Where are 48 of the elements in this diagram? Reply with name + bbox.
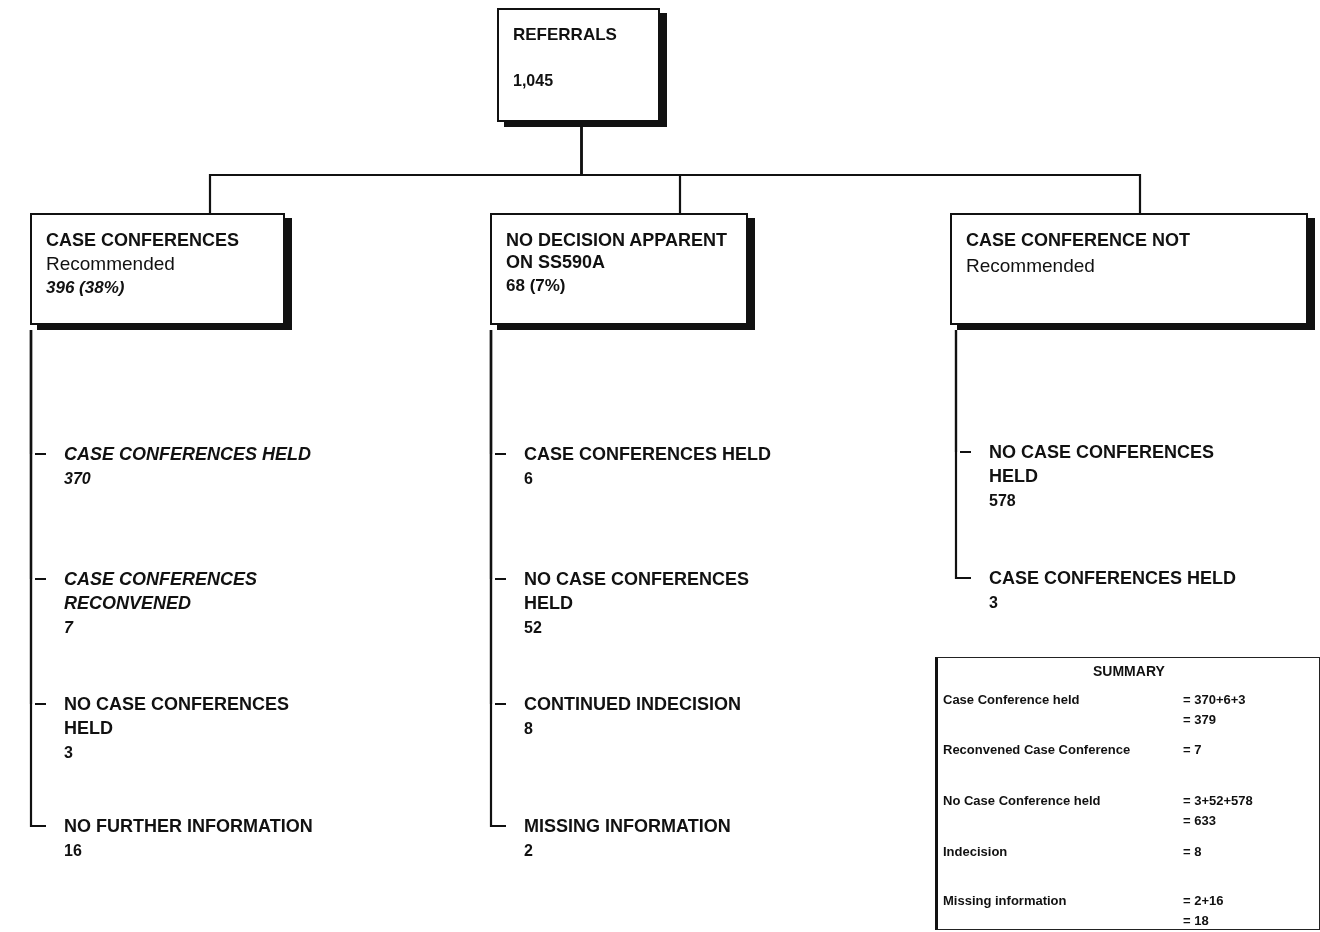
row-label: Indecision <box>943 844 1008 859</box>
count: 3 <box>989 593 999 613</box>
row-label: Case Conference held <box>943 692 1080 707</box>
count: 8 <box>524 719 534 739</box>
outcome-label: MISSING INFORMATION <box>524 815 732 838</box>
heading: CASE CONFERENCES <box>46 229 241 251</box>
outcome-label: NO CASE CONFERENCES HELD <box>989 441 1216 488</box>
count: 7 <box>64 618 75 638</box>
count: 68 (7%) <box>506 275 567 297</box>
row-value: = 2+16 <box>1183 893 1224 908</box>
row-value: = 379 <box>1183 712 1216 727</box>
row-value: = 3+52+578 <box>1183 793 1253 808</box>
subheading: Recommended <box>46 253 176 275</box>
outcome-label: NO CASE CONFERENCES HELD <box>64 693 291 740</box>
outcome-label: CASE CONFERENCES HELD <box>64 443 313 466</box>
count: 6 <box>524 469 534 489</box>
count: 16 <box>64 841 83 861</box>
outcome-label: CASE CONFERENCES HELD <box>524 443 773 466</box>
heading: NO DECISION APPARENT ON SS590A <box>506 229 729 273</box>
summary-table <box>935 657 1320 930</box>
count: 2 <box>524 841 534 861</box>
heading: CASE CONFERENCE NOT <box>966 229 1191 251</box>
count: 370 <box>64 469 92 489</box>
row-value: = 370+6+3 <box>1183 692 1246 707</box>
count: 1,045 <box>513 71 555 91</box>
outcome-label: NO CASE CONFERENCES HELD <box>524 568 751 615</box>
table-heading: SUMMARY <box>1093 663 1165 679</box>
count: 52 <box>524 618 543 638</box>
count: 578 <box>989 491 1017 511</box>
connector-line <box>954 330 971 580</box>
row-label: Reconvened Case Conference <box>943 742 1131 757</box>
subheading: Recommended <box>966 255 1096 277</box>
outcome-label: CASE CONFERENCES RECONVENED <box>64 568 259 615</box>
row-value: = 633 <box>1183 813 1216 828</box>
connector-line <box>580 127 1142 213</box>
outcome-label: NO FURTHER INFORMATION <box>64 815 314 838</box>
row-value: = 18 <box>1183 913 1209 928</box>
count: 3 <box>64 743 74 763</box>
count: 396 (38%) <box>46 277 126 299</box>
connector-line <box>489 330 506 828</box>
heading: REFERRALS <box>513 24 618 46</box>
row-label: Missing information <box>943 893 1067 908</box>
connector-line <box>29 330 46 828</box>
row-value: = 7 <box>1183 742 1202 757</box>
outcome-label: CASE CONFERENCES HELD <box>989 567 1238 590</box>
row-value: = 8 <box>1183 844 1202 859</box>
outcome-label: CONTINUED INDECISION <box>524 693 742 716</box>
row-label: No Case Conference held <box>943 793 1101 808</box>
